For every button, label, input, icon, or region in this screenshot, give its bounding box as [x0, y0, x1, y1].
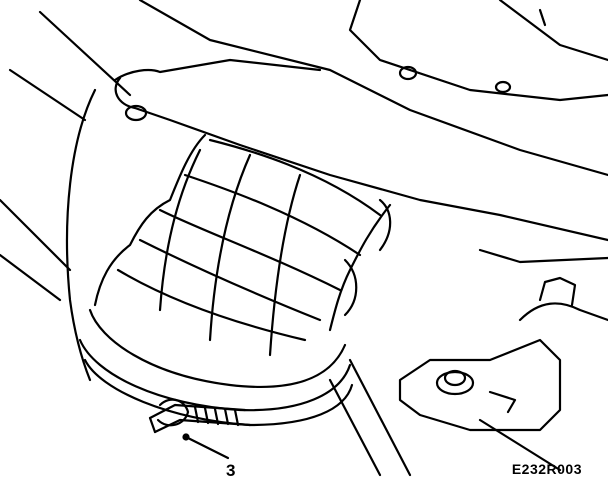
- figure-reference-code: E232R003: [511, 461, 582, 477]
- callout-label-3: 3: [226, 461, 236, 480]
- body-panel: [8, 0, 608, 264]
- callout-leader: [182, 433, 230, 460]
- mounting-bracket: [328, 276, 608, 477]
- fender-edge: [0, 88, 97, 382]
- bolt-icon: [435, 369, 475, 396]
- mounting-hole: [124, 65, 512, 122]
- hose-clamp: [148, 398, 252, 434]
